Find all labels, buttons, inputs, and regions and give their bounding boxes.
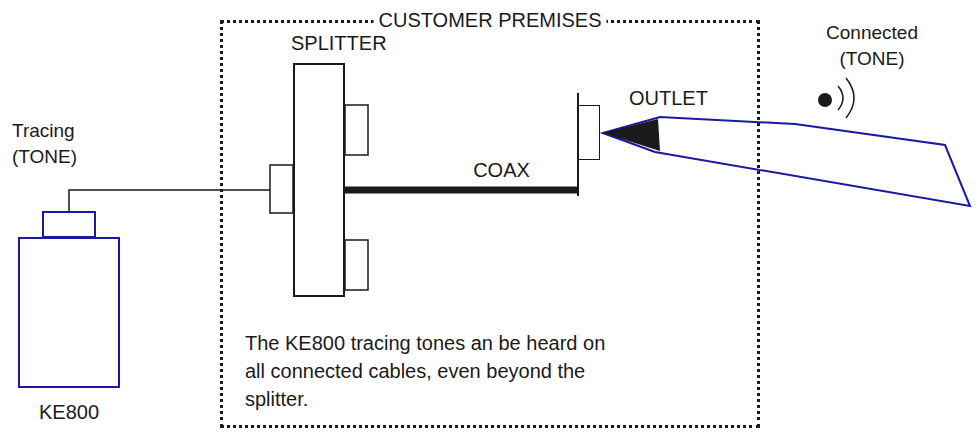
splitter-input-port	[270, 165, 293, 213]
splitter-output-port	[345, 240, 368, 290]
tone-probe	[603, 117, 970, 206]
tone-wave	[838, 86, 843, 110]
outlet-label: OUTLET	[629, 86, 708, 110]
probe-tip	[603, 119, 660, 151]
tracing-label: Tracing (TONE)	[12, 118, 102, 170]
tone-dot	[818, 93, 832, 107]
unit-label: KE800	[39, 400, 99, 424]
splitter-box: SPLITTER	[293, 63, 345, 297]
tracing-wire	[69, 190, 293, 237]
premises-region: CUSTOMER PREMISESThe KE800 tracing tones…	[220, 20, 760, 428]
outlet-port: OUTLET	[578, 105, 600, 160]
tone-wave	[846, 78, 854, 118]
splitter-output-port	[345, 105, 368, 155]
tester-jack	[43, 212, 95, 237]
note-text: The KE800 tracing tones an be heard on a…	[245, 329, 620, 413]
cable-label: COAX	[471, 158, 532, 182]
connected-label: Connected (TONE)	[812, 20, 932, 72]
splitter-heading: SPLITTER	[291, 31, 387, 55]
coax-cable	[345, 187, 578, 194]
ke800-unit: KE800	[18, 237, 120, 388]
region-title: CUSTOMER PREMISES	[374, 8, 607, 32]
